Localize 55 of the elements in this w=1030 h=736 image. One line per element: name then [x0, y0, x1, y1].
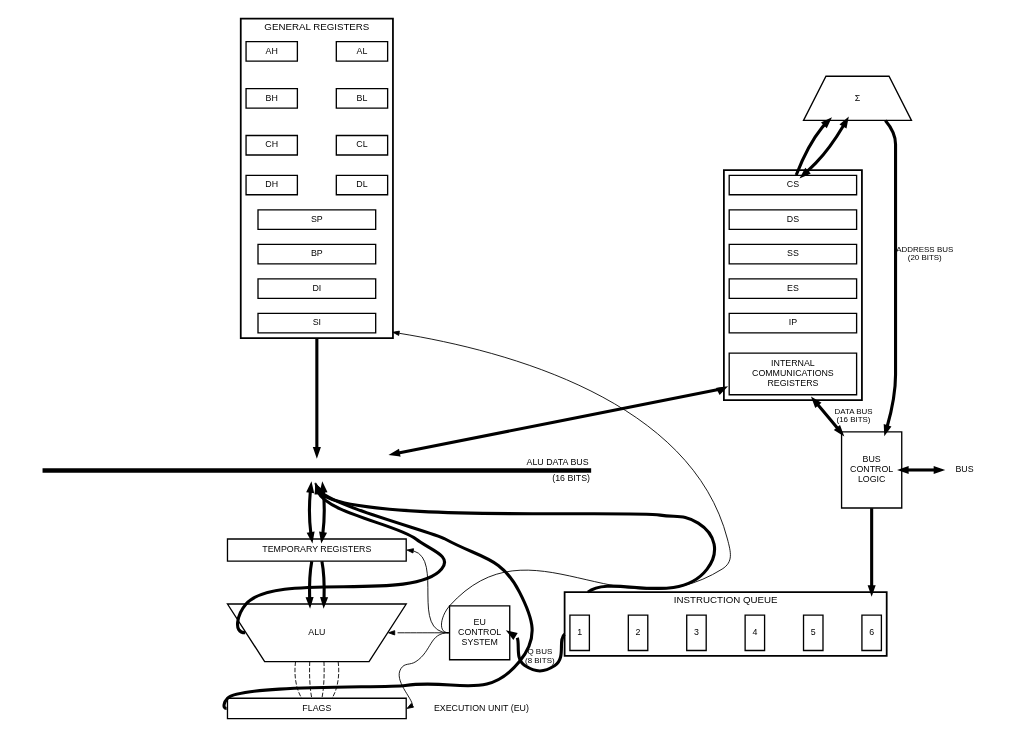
- node-box: BP: [256, 243, 376, 265]
- edge-label: DATA BUS (16 BITS): [833, 406, 873, 425]
- node-box: DS: [728, 209, 857, 230]
- connector: [331, 661, 339, 699]
- node-box: SI: [256, 312, 376, 334]
- node-box: IP: [728, 312, 857, 334]
- arrow: [398, 632, 449, 709]
- node-box: 2: [627, 614, 648, 652]
- edge-label: Q BUS (8 BITS): [524, 647, 555, 666]
- node-box: INTERNAL COMMUNICATIONS REGISTERS: [728, 352, 857, 396]
- node-box: 4: [743, 614, 765, 652]
- arrow: [305, 560, 314, 609]
- arrow: [312, 338, 321, 459]
- arrow: [883, 119, 897, 437]
- node-box: 6: [860, 614, 882, 652]
- node-box: CL: [335, 134, 388, 156]
- arrow: [387, 386, 728, 457]
- arrow: [305, 481, 315, 544]
- arrow: [319, 560, 328, 609]
- node-box: DL: [335, 174, 388, 196]
- node-box: SS: [728, 243, 857, 265]
- arrow: [387, 630, 450, 636]
- node-box: TEMPORARY REGISTERS: [226, 538, 407, 562]
- node-box: BH: [244, 87, 298, 109]
- node-box: ES: [728, 278, 857, 299]
- node-box: CH: [244, 134, 298, 156]
- arrow: [896, 465, 945, 475]
- node-box: CS: [728, 174, 857, 196]
- node-box: EU CONTROL SYSTEM: [448, 605, 510, 661]
- connector: [308, 661, 312, 699]
- connector: [320, 661, 325, 699]
- node-box: DI: [256, 278, 376, 299]
- node-label: ALU DATA BUS (16 BITS): [526, 456, 590, 483]
- arrow: [794, 117, 832, 176]
- node-box: BL: [335, 87, 388, 109]
- edge-label: ADDRESS BUS (20 BITS): [895, 244, 953, 263]
- arrow: [810, 396, 844, 437]
- arrow: [799, 116, 849, 179]
- connector: [294, 661, 302, 699]
- node-box: 1: [568, 614, 590, 652]
- arrow: [505, 630, 566, 673]
- node-box: 3: [685, 614, 707, 652]
- node-box: AH: [244, 41, 298, 62]
- node-text: BUS: [954, 464, 974, 475]
- arrow: [867, 508, 876, 597]
- node-box: AL: [335, 41, 388, 62]
- label: EXECUTION UNIT (EU): [433, 702, 529, 713]
- arrow: [318, 481, 328, 544]
- node-box: BUS CONTROL LOGIC: [840, 431, 902, 509]
- node-box: FLAGS: [226, 697, 407, 720]
- node-box: DH: [244, 174, 298, 196]
- node-box: SP: [256, 209, 376, 230]
- arrow: [392, 330, 731, 634]
- node-box: 5: [802, 614, 824, 652]
- node-box: [42, 468, 591, 473]
